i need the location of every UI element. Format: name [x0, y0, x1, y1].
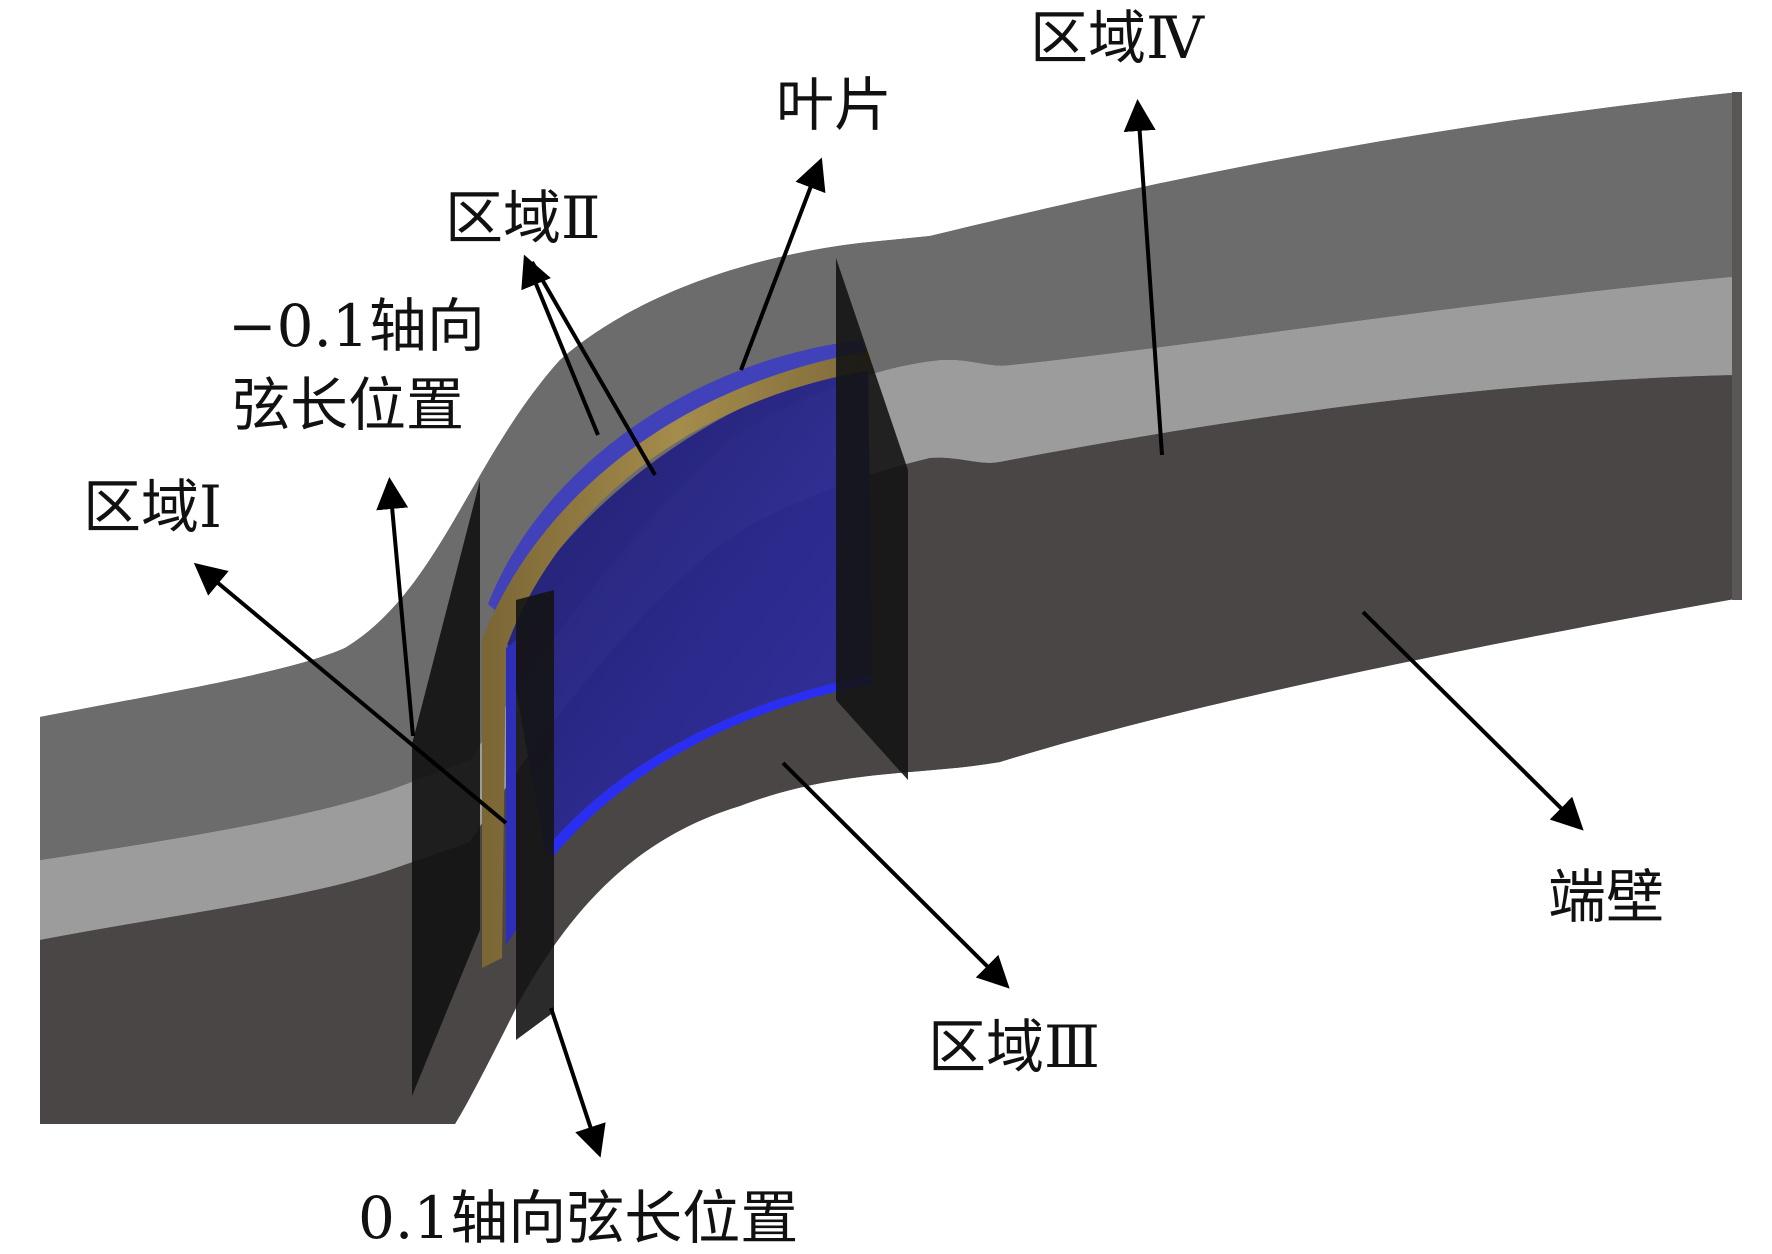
label-zone3: 区域Ⅲ [928, 1013, 1100, 1081]
arrow-zone1 [193, 562, 508, 825]
labels: 区域Ⅳ 叶片 区域Ⅱ −0.1轴向 弦长位置 区域Ⅰ 端壁 区域Ⅲ 0.1轴向弦… [83, 4, 1664, 1252]
label-blade: 叶片 [776, 71, 892, 139]
label-endwall: 端壁 [1548, 863, 1664, 931]
label-zone4: 区域Ⅳ [1030, 4, 1205, 72]
blade [482, 340, 872, 968]
blade-surface [505, 362, 872, 850]
plane-0.1-chord [516, 590, 554, 1040]
blade-gold-arc [482, 352, 872, 968]
arrow-neg-chord [376, 477, 415, 737]
plane-exit [836, 258, 908, 780]
plane-minus-0.1-chord [412, 480, 480, 1096]
label-neg-chord-line2: 弦长位置 [232, 371, 464, 439]
arrow-endwall [1361, 610, 1584, 831]
arrow-zone3 [781, 761, 1010, 989]
arrow-zone2-b [530, 260, 657, 477]
arrow-zone2-a [521, 254, 600, 436]
label-neg-chord-line1: −0.1轴向 [228, 292, 485, 360]
arrow-pos-chord [549, 1007, 606, 1158]
label-pos-chord: 0.1轴向弦长位置 [358, 1184, 798, 1252]
measurement-planes [412, 258, 908, 1096]
label-zone2: 区域Ⅱ [445, 184, 600, 252]
endwall-right-cap [1732, 92, 1742, 600]
blade-left-edge [506, 640, 516, 945]
label-zone1: 区域Ⅰ [83, 473, 222, 541]
arrow-blade [739, 157, 826, 371]
annotation-arrows [193, 99, 1584, 1158]
arrow-zone4 [1123, 99, 1164, 456]
